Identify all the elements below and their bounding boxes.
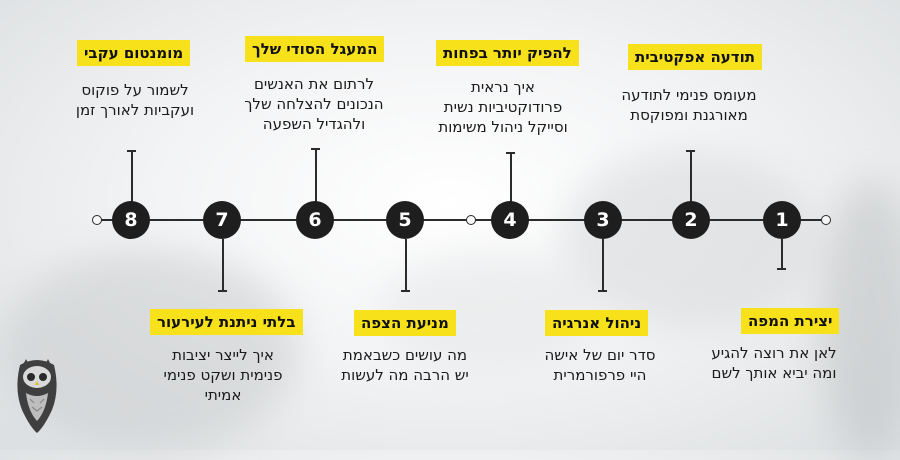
timeline-end-dot (466, 215, 476, 225)
step-node: 7 (203, 201, 241, 239)
step-title: המעגל הסודי שלך (245, 36, 385, 62)
timeline-line (99, 219, 467, 221)
step-title: מניעת הצפה (354, 310, 456, 336)
connector (222, 239, 224, 291)
background-blur (0, 250, 300, 450)
step-node: 8 (112, 201, 150, 239)
connector (781, 239, 783, 269)
step-node: 1 (763, 201, 801, 239)
connector (405, 239, 407, 291)
step-node: 5 (386, 201, 424, 239)
connector-cap (127, 150, 136, 152)
connector (315, 148, 317, 202)
connector-cap (506, 152, 515, 154)
timeline-end-dot (821, 215, 831, 225)
owl-icon (17, 359, 57, 433)
timeline-end-dot (92, 215, 102, 225)
connector (131, 150, 133, 202)
step-title: יצירת המפה (741, 308, 840, 334)
connector-cap (777, 268, 786, 270)
connector-cap (401, 290, 410, 292)
step-title: בלתי ניתנת לעירעור (150, 309, 303, 335)
connector-cap (218, 290, 227, 292)
step-title: ניהול אנרגיה (545, 310, 649, 336)
connector-cap (686, 150, 695, 152)
step-title: תודעה אפקטיבית (628, 44, 762, 70)
step-node: 3 (584, 201, 622, 239)
step-node: 2 (672, 201, 710, 239)
connector-cap (598, 290, 607, 292)
step-title: להפיק יותר בפחות (436, 40, 579, 66)
timeline-line (475, 219, 823, 221)
connector-cap (311, 148, 320, 150)
step-title: מומנטום עקבי (77, 40, 191, 66)
step-node: 4 (491, 201, 529, 239)
step-node: 6 (296, 201, 334, 239)
connector (602, 239, 604, 291)
connector (690, 150, 692, 202)
connector (510, 152, 512, 202)
